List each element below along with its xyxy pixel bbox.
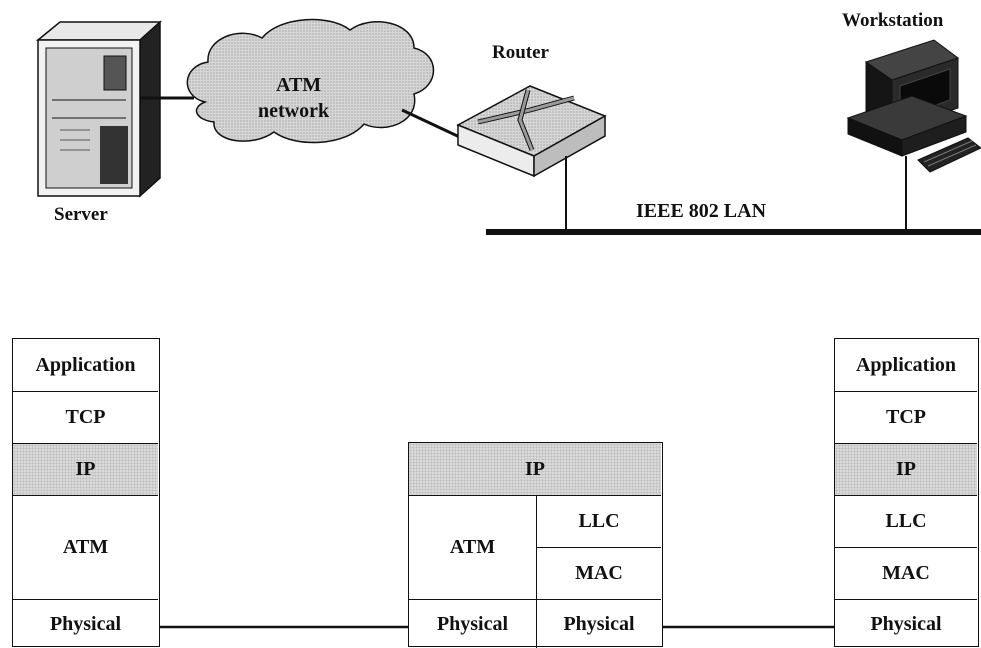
- server-label: Server: [54, 204, 108, 225]
- router-stack: IP ATM LLC MAC Physical Physical: [408, 442, 663, 648]
- cloud-label-line1: ATM: [276, 74, 322, 96]
- workstation-layer-application: Application: [855, 353, 957, 376]
- cloud-router-link: [401, 108, 467, 142]
- router-label: Router: [492, 42, 549, 63]
- network-illustration: [35, 18, 981, 235]
- server-layer-atm: ATM: [13, 495, 158, 599]
- router-layer-llc: LLC: [536, 495, 661, 547]
- router-layer-mac: MAC: [536, 547, 661, 599]
- cloud-label-line2: network: [258, 100, 330, 122]
- router-icon: [456, 85, 607, 178]
- workstation-label: Workstation: [842, 10, 944, 31]
- server-layer-physical: Physical: [13, 599, 158, 648]
- server-layer-tcp: TCP: [13, 391, 158, 443]
- atm-cloud: [186, 18, 435, 144]
- lan-label: IEEE 802 LAN: [636, 200, 767, 222]
- router-layer-physical-left: Physical: [409, 599, 536, 648]
- workstation-layer-physical: Physical: [835, 599, 977, 648]
- router-layer-ip: IP: [409, 443, 661, 495]
- router-layer-atm: ATM: [409, 495, 536, 599]
- server-layer-application: Application: [35, 353, 136, 376]
- workstation-stack: Application TCP IP LLC MAC Physical: [834, 338, 979, 647]
- workstation-layer-mac: MAC: [835, 547, 977, 599]
- workstation-layer-tcp: TCP: [835, 391, 977, 443]
- workstation-icon: [846, 39, 981, 173]
- workstation-layer-ip: IP: [835, 443, 977, 495]
- server-stack: Application TCP IP ATM Physical: [12, 338, 160, 647]
- workstation-layer-llc: LLC: [835, 495, 977, 547]
- server-icon: [35, 20, 162, 198]
- server-layer-ip: IP: [13, 443, 158, 495]
- router-layer-physical-right: Physical: [536, 599, 661, 648]
